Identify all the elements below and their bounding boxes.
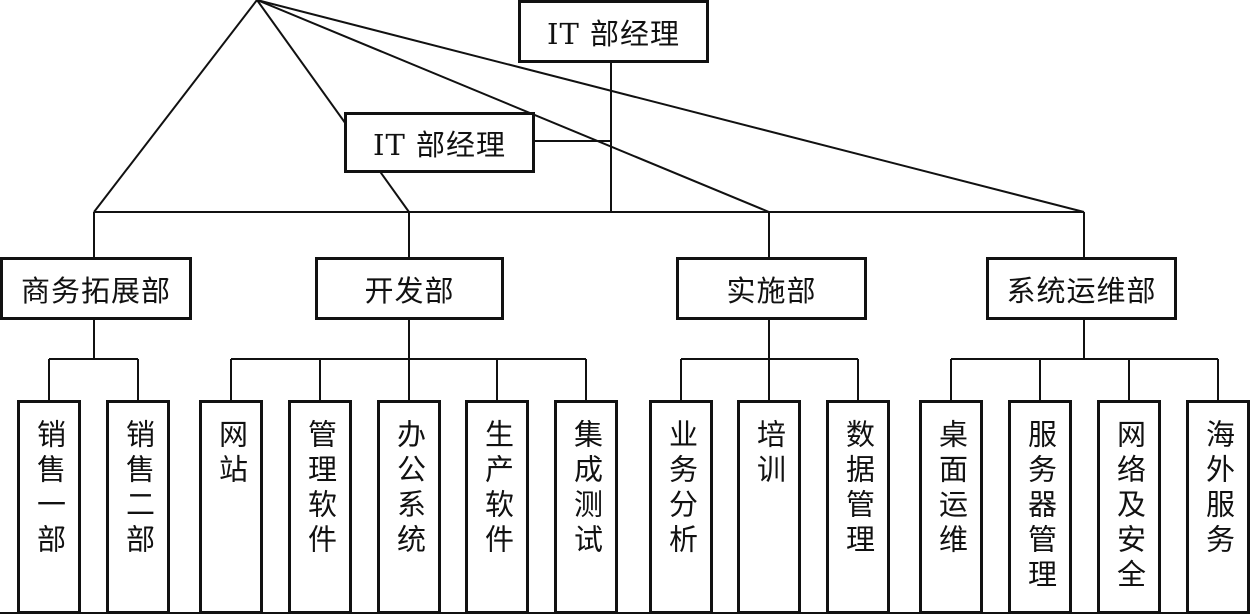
undefined xyxy=(256,0,1085,213)
department-label: 开发部 xyxy=(364,273,455,308)
undefined xyxy=(93,0,258,213)
subunit-label: 数据管理 xyxy=(841,419,876,559)
undefined xyxy=(256,0,410,213)
subunit-label: 业务分析 xyxy=(664,419,699,559)
subunit-label: 销售二部 xyxy=(121,419,156,559)
root-node-label: IT 部经理 xyxy=(546,16,681,51)
department-node-system-operations: 系统运维部 xyxy=(986,257,1177,320)
department-node-development: 开发部 xyxy=(315,257,504,320)
department-label: 系统运维部 xyxy=(1006,273,1157,308)
subunit-node: 生产软件 xyxy=(465,400,529,614)
subunit-label: 海外服务 xyxy=(1201,419,1236,559)
subunit-label: 服务器管理 xyxy=(1023,419,1058,594)
subunit-node: 服务器管理 xyxy=(1008,400,1072,614)
subunit-node: 销售二部 xyxy=(106,400,170,614)
department-node-implementation: 实施部 xyxy=(676,257,867,320)
subunit-node: 海外服务 xyxy=(1186,400,1250,614)
subunit-label: 网络及安全 xyxy=(1112,419,1147,594)
subunit-node: 业务分析 xyxy=(649,400,713,614)
subunit-label: 销售一部 xyxy=(32,419,67,559)
root-node-it-manager: IT 部经理 xyxy=(518,0,709,63)
subunit-node: 培训 xyxy=(737,400,801,614)
subunit-label: 集成测试 xyxy=(569,419,604,559)
subunit-label: 培训 xyxy=(752,419,787,489)
subunit-node: 办公系统 xyxy=(377,400,441,614)
subunit-node: 销售一部 xyxy=(17,400,81,614)
subunit-node: 桌面运维 xyxy=(919,400,983,614)
subunit-label: 办公系统 xyxy=(392,419,427,559)
subunit-label: 管理软件 xyxy=(303,419,338,559)
assistant-node-it-manager: IT 部经理 xyxy=(344,112,535,173)
subunit-node: 网站 xyxy=(199,400,263,614)
subunit-label: 桌面运维 xyxy=(934,419,969,559)
subunit-node: 管理软件 xyxy=(288,400,352,614)
department-node-business-development: 商务拓展部 xyxy=(0,257,192,320)
department-label: 实施部 xyxy=(726,273,817,308)
assistant-node-label: IT 部经理 xyxy=(372,127,507,162)
subunit-label: 生产软件 xyxy=(480,419,515,559)
subunit-node: 网络及安全 xyxy=(1097,400,1161,614)
subunit-node: 数据管理 xyxy=(826,400,890,614)
subunit-node: 集成测试 xyxy=(554,400,618,614)
department-label: 商务拓展部 xyxy=(20,273,171,308)
undefined xyxy=(256,0,770,213)
subunit-label: 网站 xyxy=(214,419,249,489)
